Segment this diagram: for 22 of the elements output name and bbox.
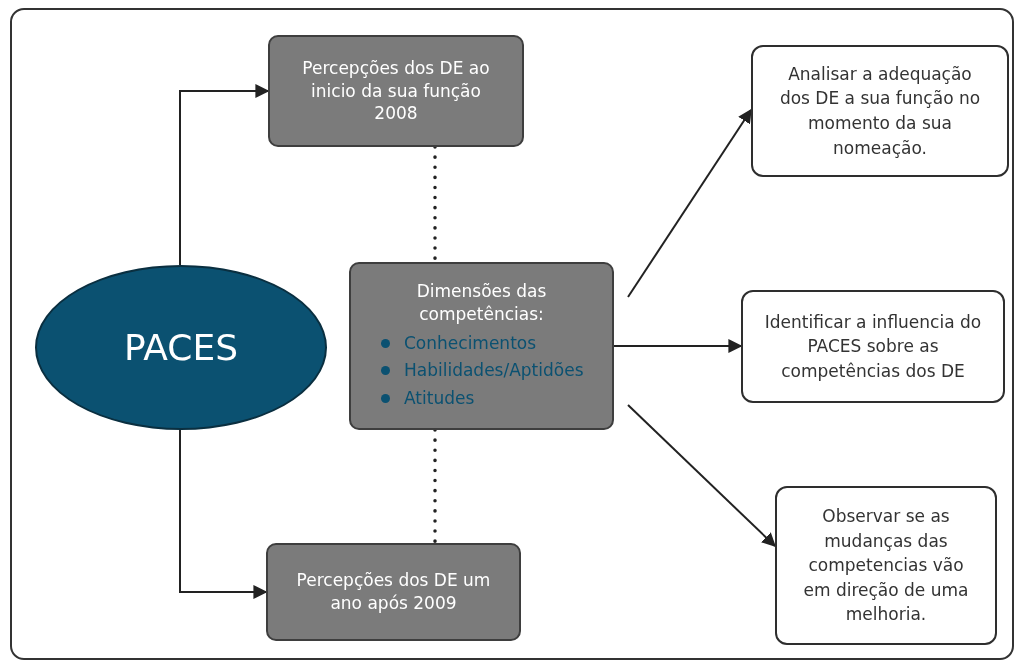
process-box: [266, 543, 521, 641]
node-label: Percepções dos DE um ano após 2009: [295, 569, 492, 615]
arrow: [627, 108, 752, 298]
arrow: [627, 404, 776, 547]
node-label: PACES: [123, 327, 239, 368]
node-label: Observar se as mudanças das competencias vão em direção de uma melhoria.: [802, 504, 970, 627]
objective-box: [741, 290, 1005, 403]
arrow: [179, 429, 268, 599]
node-label: Analisar a adequação dos DE a sua função no momento da sua nomeação.: [778, 62, 982, 160]
process-box: [349, 262, 614, 430]
objective-box: [775, 486, 997, 645]
bullet-text: Atitudes: [404, 386, 475, 410]
node-label: Identificar a influencia do PACES sobre as competências dos DE: [763, 310, 983, 383]
arrow: [179, 84, 270, 266]
arrow: [613, 339, 743, 353]
objective-box: [751, 45, 1009, 177]
node-heading: Dimensões das competências:: [415, 280, 548, 327]
dotted-line: [433, 428, 437, 545]
bullet-text: Habilidades/Aptidões: [404, 359, 584, 383]
node-label: Percepções dos DE ao inicio da sua função 2008: [301, 56, 491, 126]
process-box: [268, 35, 524, 147]
bullet-text: Conhecimentos: [404, 332, 537, 356]
